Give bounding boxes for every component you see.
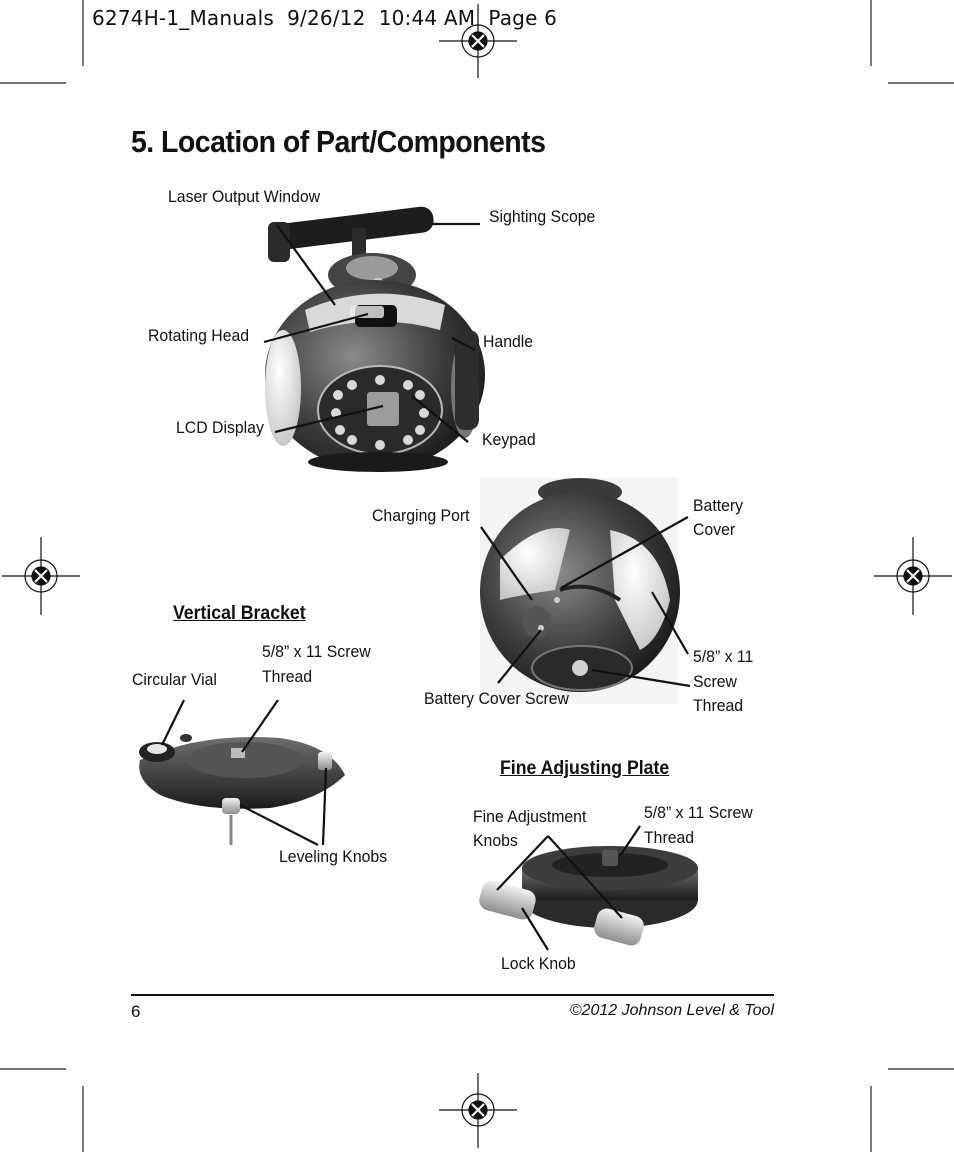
label-sighting-scope: Sighting Scope [489, 207, 596, 226]
fine-adjusting-plate-photo [479, 846, 698, 946]
label-rotating-head: Rotating Head [148, 326, 250, 345]
registration-mark-left [2, 537, 80, 615]
registration-mark-top [439, 4, 517, 78]
print-slug: 6274H-1_Manuals 9/26/12 10:44 AM Page 6 [92, 6, 558, 30]
label-lock-knob: Lock Knob [501, 954, 576, 973]
label-leveling-knobs: Leveling Knobs [279, 847, 388, 866]
label-battery-cover-line1: Battery [693, 496, 744, 515]
rotary-laser-rear-photo [480, 478, 680, 704]
vertical-bracket-photo [139, 734, 345, 845]
label-circular-vial: Circular Vial [132, 670, 217, 689]
label-screw-thread-plate-line2: Thread [644, 828, 695, 847]
leader-lines-rear [480, 516, 691, 688]
label-fine-adjustment-knobs-line2: Knobs [473, 831, 518, 850]
label-screw-thread-laser-line2: Screw [693, 672, 737, 691]
registration-mark-bottom [439, 1073, 517, 1148]
label-handle: Handle [483, 332, 534, 351]
leader-lines-plate [496, 825, 641, 951]
label-screw-thread-plate-line1: 5/8” x 11 Screw [644, 803, 753, 822]
section-vertical-bracket: Vertical Bracket [173, 603, 306, 624]
label-battery-cover-line2: Cover [693, 520, 736, 539]
page-number: 6 [131, 1002, 141, 1021]
label-battery-cover-screw: Battery Cover Screw [424, 689, 569, 708]
label-screw-thread-laser-line3: Thread [693, 696, 744, 715]
copyright-notice: ©2012 Johnson Level & Tool [569, 1002, 774, 1019]
label-laser-output-window: Laser Output Window [168, 187, 321, 206]
leader-lines-bracket [161, 699, 328, 846]
label-charging-port: Charging Port [372, 506, 470, 525]
registration-mark-right [874, 537, 952, 615]
label-screw-thread-bracket-line2: Thread [262, 667, 313, 686]
label-screw-thread-bracket-line1: 5/8” x 11 Screw [262, 642, 371, 661]
label-fine-adjustment-knobs-line1: Fine Adjustment [473, 807, 587, 826]
section-fine-adjusting-plate: Fine Adjusting Plate [500, 758, 670, 779]
label-screw-thread-laser-line1: 5/8” x 11 [693, 647, 754, 666]
leader-lines-front [263, 222, 480, 443]
page-title: 5. Location of Part/Components [131, 124, 546, 159]
footer-rule [131, 994, 774, 996]
label-lcd-display: LCD Display [176, 418, 264, 437]
label-keypad: Keypad [482, 430, 536, 449]
